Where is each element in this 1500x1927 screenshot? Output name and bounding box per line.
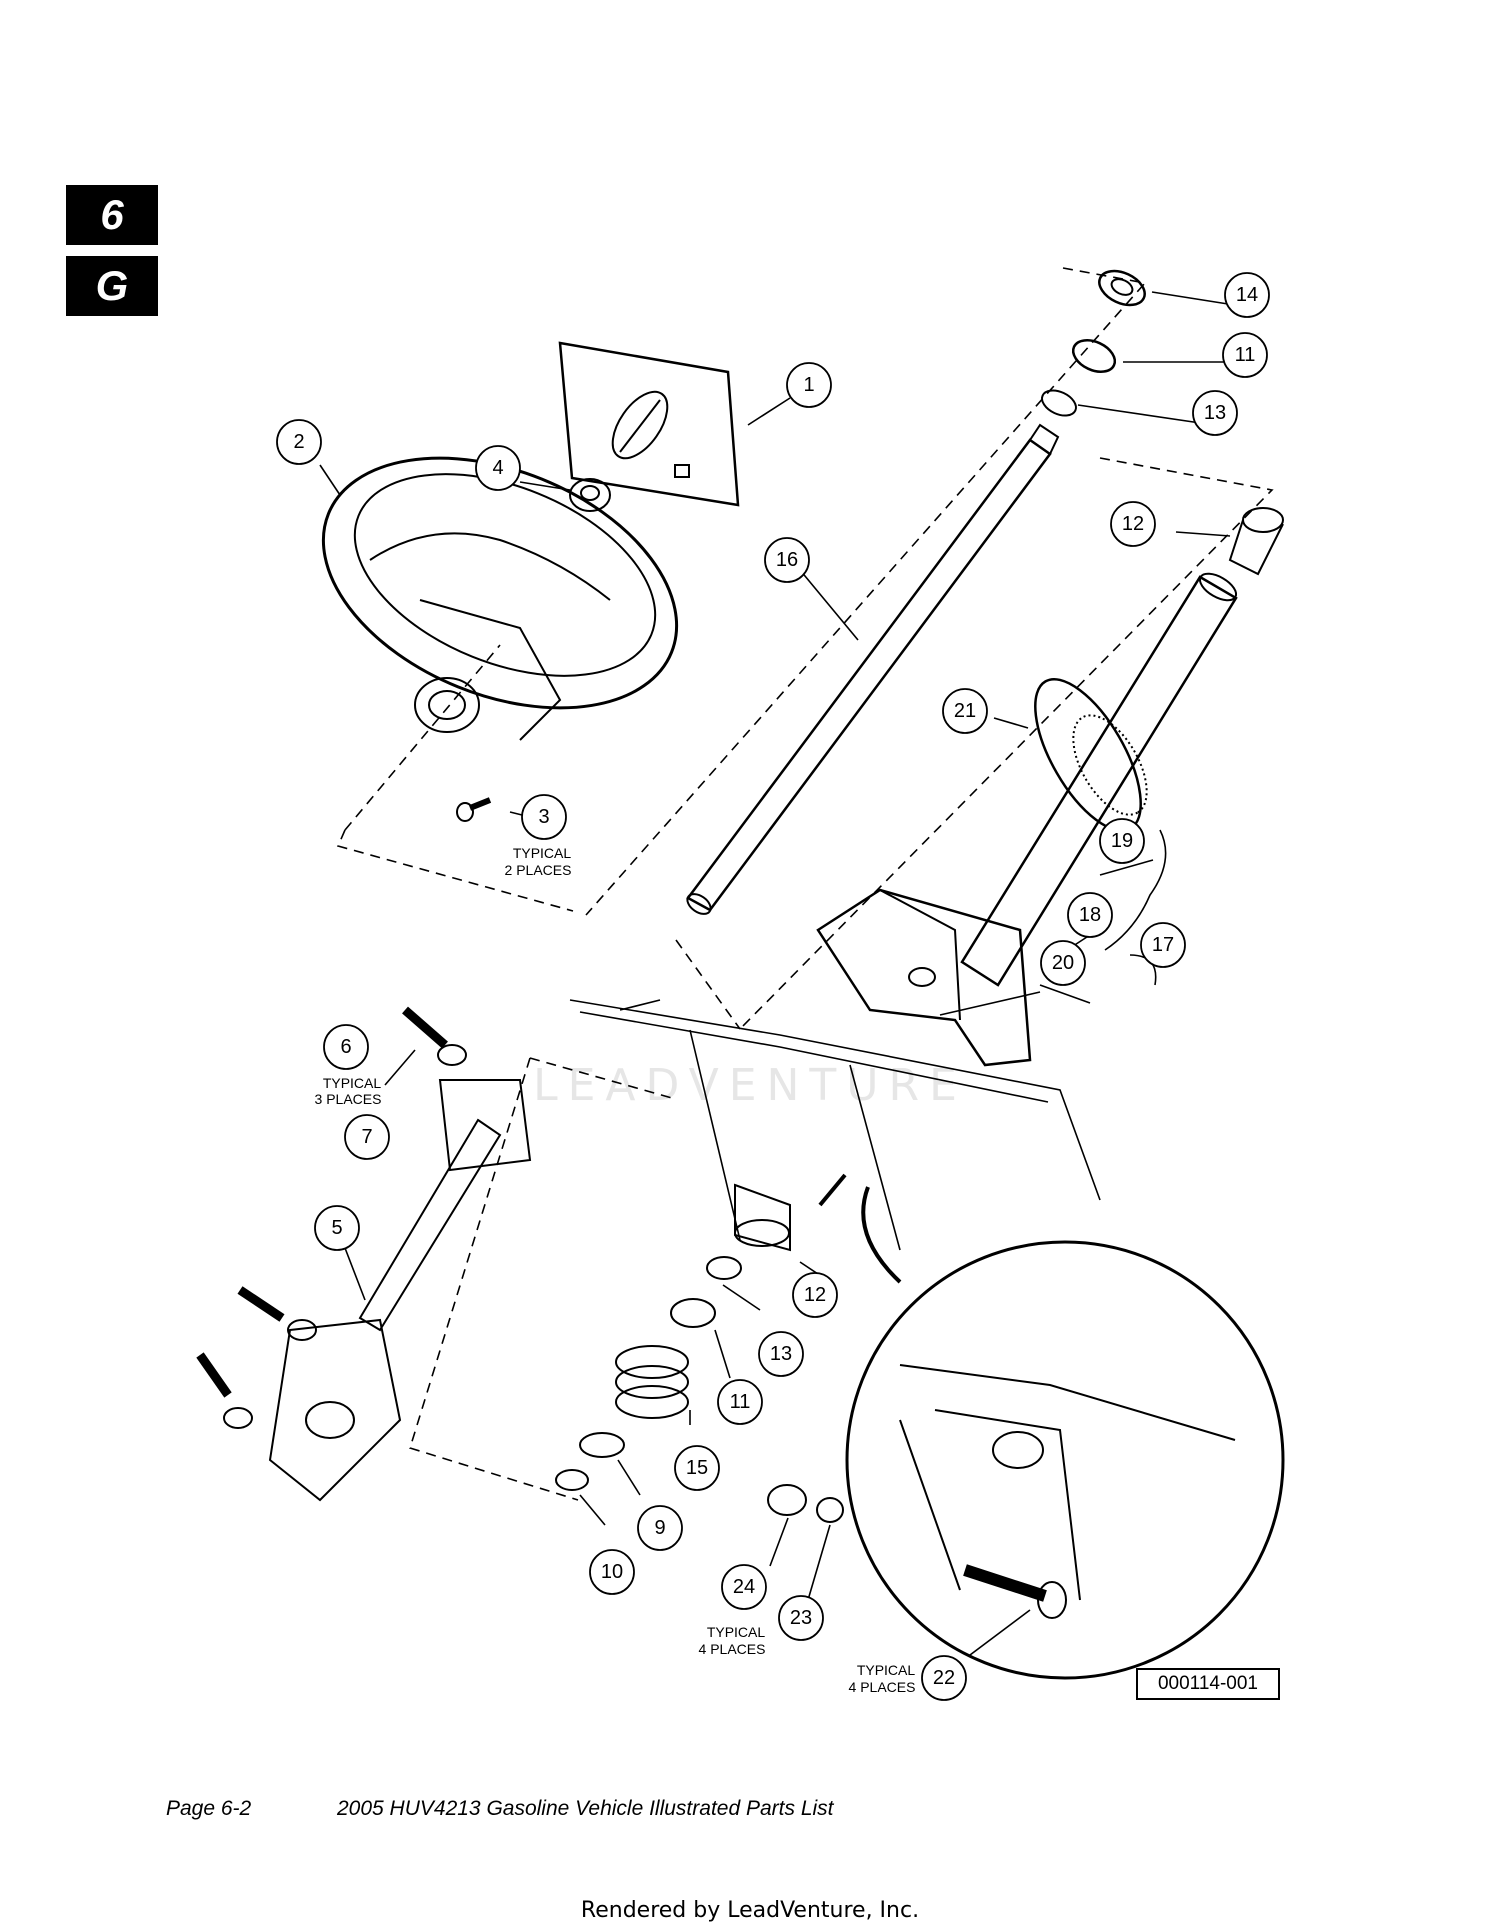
callout-13b-label: 13: [770, 1343, 792, 1365]
rendered-by-credit: Rendered by LeadVenture, Inc.: [580, 1898, 920, 1923]
callout-circles: [276, 272, 1270, 1701]
callout-9: [637, 1505, 683, 1551]
column-bracket: [816, 888, 1032, 1067]
callout-6: [323, 1024, 369, 1070]
callout-19-label: 19: [1111, 830, 1133, 852]
callout-16-label: 16: [776, 549, 798, 571]
callout-17: [1140, 922, 1186, 968]
bracket-nut-washer: [767, 1484, 844, 1523]
callout-15-label: 15: [686, 1457, 708, 1479]
callout-11b-label: 11: [730, 1391, 751, 1413]
footer-page-number: Page 6-2: [166, 1797, 252, 1820]
callout-5-label: 5: [331, 1217, 342, 1239]
callout-1-label: 1: [803, 374, 814, 396]
callout-12b-label: 12: [804, 1284, 826, 1306]
steering-wheel: [321, 456, 679, 741]
yoke-bolts: [196, 1006, 467, 1429]
callout-21: [942, 688, 988, 734]
callout-17-label: 17: [1152, 934, 1174, 956]
callout-9-label: 9: [654, 1517, 665, 1539]
callout-15: [674, 1445, 720, 1491]
steering-column-tube: [960, 572, 1238, 987]
callout-20-label: 20: [1052, 952, 1074, 974]
lower-bearing-stack: [555, 1183, 791, 1491]
section-tab-letter: G: [66, 256, 158, 316]
callout-5: [314, 1205, 360, 1251]
top-bearing-stack: [1041, 269, 1146, 417]
typical-2-places-line1: TYPICAL: [513, 845, 572, 861]
callout-11a: [1222, 332, 1268, 378]
callout-12a: [1110, 501, 1156, 547]
typical-4-places-b-line2: 4 PLACES: [849, 1679, 916, 1695]
typical-4-places-b-line1: TYPICAL: [857, 1662, 916, 1678]
callout-19: [1099, 818, 1145, 864]
callout-13a-label: 13: [1204, 402, 1226, 424]
callout-18-label: 18: [1079, 904, 1101, 926]
callout-23-label: 23: [790, 1607, 812, 1629]
callout-10-label: 10: [601, 1561, 623, 1583]
callout-12a-label: 12: [1122, 513, 1144, 535]
callout-12b: [792, 1272, 838, 1318]
callout-11b: [717, 1379, 763, 1425]
vehicle-frame: [569, 999, 1101, 1251]
wheel-nut: [569, 478, 611, 512]
callout-1: [786, 362, 832, 408]
callout-4-label: 4: [492, 457, 503, 479]
callout-10: [589, 1549, 635, 1595]
horn-cover-plate: [558, 341, 740, 507]
callout-22: [921, 1655, 967, 1701]
callout-22-label: 22: [933, 1667, 955, 1689]
steering-shaft: [686, 423, 1060, 915]
typical-3-places-line2: 3 PLACES: [315, 1091, 382, 1107]
callout-2-label: 2: [293, 431, 304, 453]
callout-21-label: 21: [954, 700, 976, 722]
callout-13b: [758, 1331, 804, 1377]
callout-18: [1067, 892, 1113, 938]
intermediate-shaft: [268, 1079, 532, 1502]
callout-11a-label: 11: [1235, 344, 1256, 366]
callout-7: [344, 1114, 390, 1160]
callout-24-label: 24: [733, 1576, 755, 1598]
callout-13a: [1192, 390, 1238, 436]
callout-14-label: 14: [1236, 284, 1258, 306]
typical-4-places-a-line2: 4 PLACES: [699, 1641, 766, 1657]
wheel-screw: [456, 797, 492, 822]
callout-14: [1224, 272, 1270, 318]
upper-bushing: [1228, 507, 1284, 576]
typical-notes: TYPICAL 2 PLACES TYPICAL 3 PLACES TYPICA…: [315, 845, 916, 1695]
callout-3: [521, 794, 567, 840]
detail-view: [818, 1173, 1285, 1680]
footer-document-title: 2005 HUV4213 Gasoline Vehicle Illustrate…: [337, 1797, 834, 1820]
callout-24: [721, 1564, 767, 1610]
figure-id: 000114-001: [1136, 1668, 1280, 1700]
callout-16: [764, 537, 810, 583]
callout-20: [1040, 940, 1086, 986]
callout-23: [778, 1595, 824, 1641]
typical-2-places-line2: 2 PLACES: [505, 862, 572, 878]
callout-2: [276, 419, 322, 465]
callout-6-label: 6: [340, 1036, 351, 1058]
typical-3-places-line1: TYPICAL: [323, 1075, 382, 1091]
section-tab-number: 6: [66, 185, 158, 245]
callout-7-label: 7: [361, 1126, 372, 1148]
leader-lines: [319, 291, 1231, 1656]
callout-4: [475, 445, 521, 491]
callout-numbers: 1 2 3 4 5 6 7 9 10 11 11 12 12 13 13 14 …: [293, 284, 1258, 1689]
callout-3-label: 3: [538, 806, 549, 828]
dashed-frames: [336, 267, 1274, 1501]
typical-4-places-a-line1: TYPICAL: [707, 1624, 766, 1640]
